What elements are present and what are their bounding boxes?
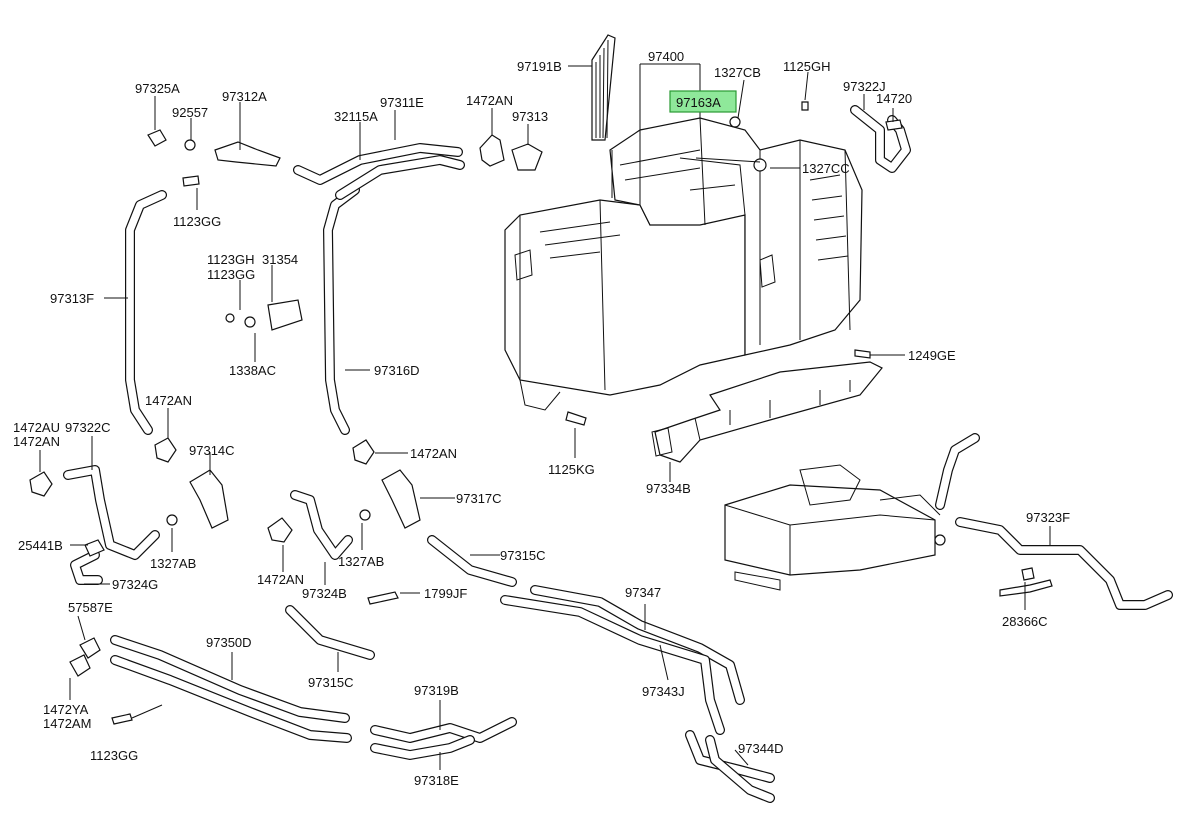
screw-1125KG <box>565 411 587 426</box>
duct-tray-97334B <box>651 361 883 463</box>
label-97347[interactable]: 97347 <box>625 585 661 600</box>
label-97314C[interactable]: 97314C <box>189 443 235 458</box>
leader-lines <box>39 63 1051 770</box>
label-97313[interactable]: 97313 <box>512 109 548 124</box>
label-97311E[interactable]: 97311E <box>380 95 424 110</box>
label-1123GG-c[interactable]: 1123GG <box>90 748 138 763</box>
label-1125KG[interactable]: 1125KG <box>548 462 595 477</box>
screw-1249GE <box>854 349 871 359</box>
label-97325A[interactable]: 97325A <box>135 81 180 96</box>
label-97317C[interactable]: 97317C <box>456 491 502 506</box>
actuator-97163A <box>729 116 741 128</box>
valve-assembly-97323F <box>724 464 946 591</box>
label-1472AN-a[interactable]: 1472AN <box>466 93 513 108</box>
label-1327AB-a[interactable]: 1327AB <box>150 556 196 571</box>
label-1472AU[interactable]: 1472AU <box>13 420 60 435</box>
screw-1125GH <box>801 101 809 111</box>
label-97312A[interactable]: 97312A <box>222 89 267 104</box>
label-97318E[interactable]: 97318E <box>414 773 459 788</box>
label-97319B[interactable]: 97319B <box>414 683 459 698</box>
label-14720[interactable]: 14720 <box>876 91 912 106</box>
label-97191B[interactable]: 97191B <box>517 59 562 74</box>
label-97313F[interactable]: 97313F <box>50 291 94 306</box>
label-97344D[interactable]: 97344D <box>738 741 784 756</box>
label-1472AN-b[interactable]: 1472AN <box>145 393 192 408</box>
label-1327AB-b[interactable]: 1327AB <box>338 554 384 569</box>
filter-97191B <box>591 34 616 141</box>
label-92557[interactable]: 92557 <box>172 105 208 120</box>
label-1249GE[interactable]: 1249GE <box>908 348 956 363</box>
label-97334B[interactable]: 97334B <box>646 481 691 496</box>
label-97316D[interactable]: 97316D <box>374 363 420 378</box>
label-97350D[interactable]: 97350D <box>206 635 252 650</box>
label-57587E[interactable]: 57587E <box>68 600 113 615</box>
label-1338AC[interactable]: 1338AC <box>229 363 276 378</box>
label-1472AN-e[interactable]: 1472AN <box>257 572 304 587</box>
label-1327CC[interactable]: 1327CC <box>802 161 850 176</box>
label-97322C[interactable]: 97322C <box>65 420 111 435</box>
label-97315C-a[interactable]: 97315C <box>500 548 546 563</box>
small-parts <box>29 119 1053 725</box>
highlight-97163A <box>669 90 737 113</box>
label-97163A[interactable]: 97163A <box>676 95 721 110</box>
label-97315C-b[interactable]: 97315C <box>308 675 354 690</box>
label-1327CB[interactable]: 1327CB <box>714 65 761 80</box>
label-1799JF[interactable]: 1799JF <box>424 586 467 601</box>
grommet-1327CC <box>753 158 767 172</box>
label-97322J[interactable]: 97322J <box>843 79 886 94</box>
label-97343J[interactable]: 97343J <box>642 684 685 699</box>
label-1472YA[interactable]: 1472YA <box>43 702 89 717</box>
label-97324B[interactable]: 97324B <box>302 586 347 601</box>
label-97400[interactable]: 97400 <box>648 49 684 64</box>
part-labels: 97325A 92557 97312A 1123GG 97311E 32115A… <box>13 49 1070 788</box>
hvac-unit-97400 <box>504 117 863 411</box>
label-1123GG-b[interactable]: 1123GG <box>207 267 255 282</box>
label-1125GH[interactable]: 1125GH <box>783 59 830 74</box>
label-1123GG-a[interactable]: 1123GG <box>173 214 221 229</box>
label-28366C[interactable]: 28366C <box>1002 614 1048 629</box>
label-32115A[interactable]: 32115A <box>334 109 378 124</box>
hoses <box>63 105 1173 803</box>
label-25441B[interactable]: 25441B <box>18 538 63 553</box>
label-1472AN-c[interactable]: 1472AN <box>13 434 60 449</box>
label-97324G[interactable]: 97324G <box>112 577 158 592</box>
label-1472AN-d[interactable]: 1472AN <box>410 446 457 461</box>
label-31354[interactable]: 31354 <box>262 252 298 267</box>
label-1123GH[interactable]: 1123GH <box>207 252 254 267</box>
label-1472AM[interactable]: 1472AM <box>43 716 91 731</box>
label-97323F[interactable]: 97323F <box>1026 510 1070 525</box>
